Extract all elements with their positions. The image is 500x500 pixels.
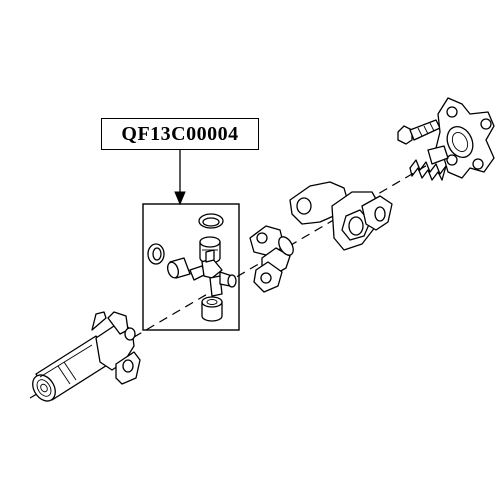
bearing-cup-left (166, 257, 191, 279)
bolt (397, 119, 441, 145)
leader-arrow (174, 149, 186, 206)
universal-joint-kit (147, 213, 237, 322)
part-number-label: QF13C00004 (101, 118, 259, 150)
flange-yoke (249, 225, 294, 293)
part-number-text: QF13C00004 (121, 122, 239, 145)
bearing-cup-bottom (201, 296, 223, 322)
center-yoke (289, 181, 393, 251)
companion-flange (427, 97, 495, 179)
yoke-front (91, 311, 141, 385)
spring (409, 159, 447, 181)
kit-frame (142, 203, 240, 331)
cross-spider (189, 249, 237, 297)
center-axis-line (29, 139, 471, 399)
snap-ring-top (198, 213, 224, 229)
snap-ring-left (147, 243, 165, 265)
